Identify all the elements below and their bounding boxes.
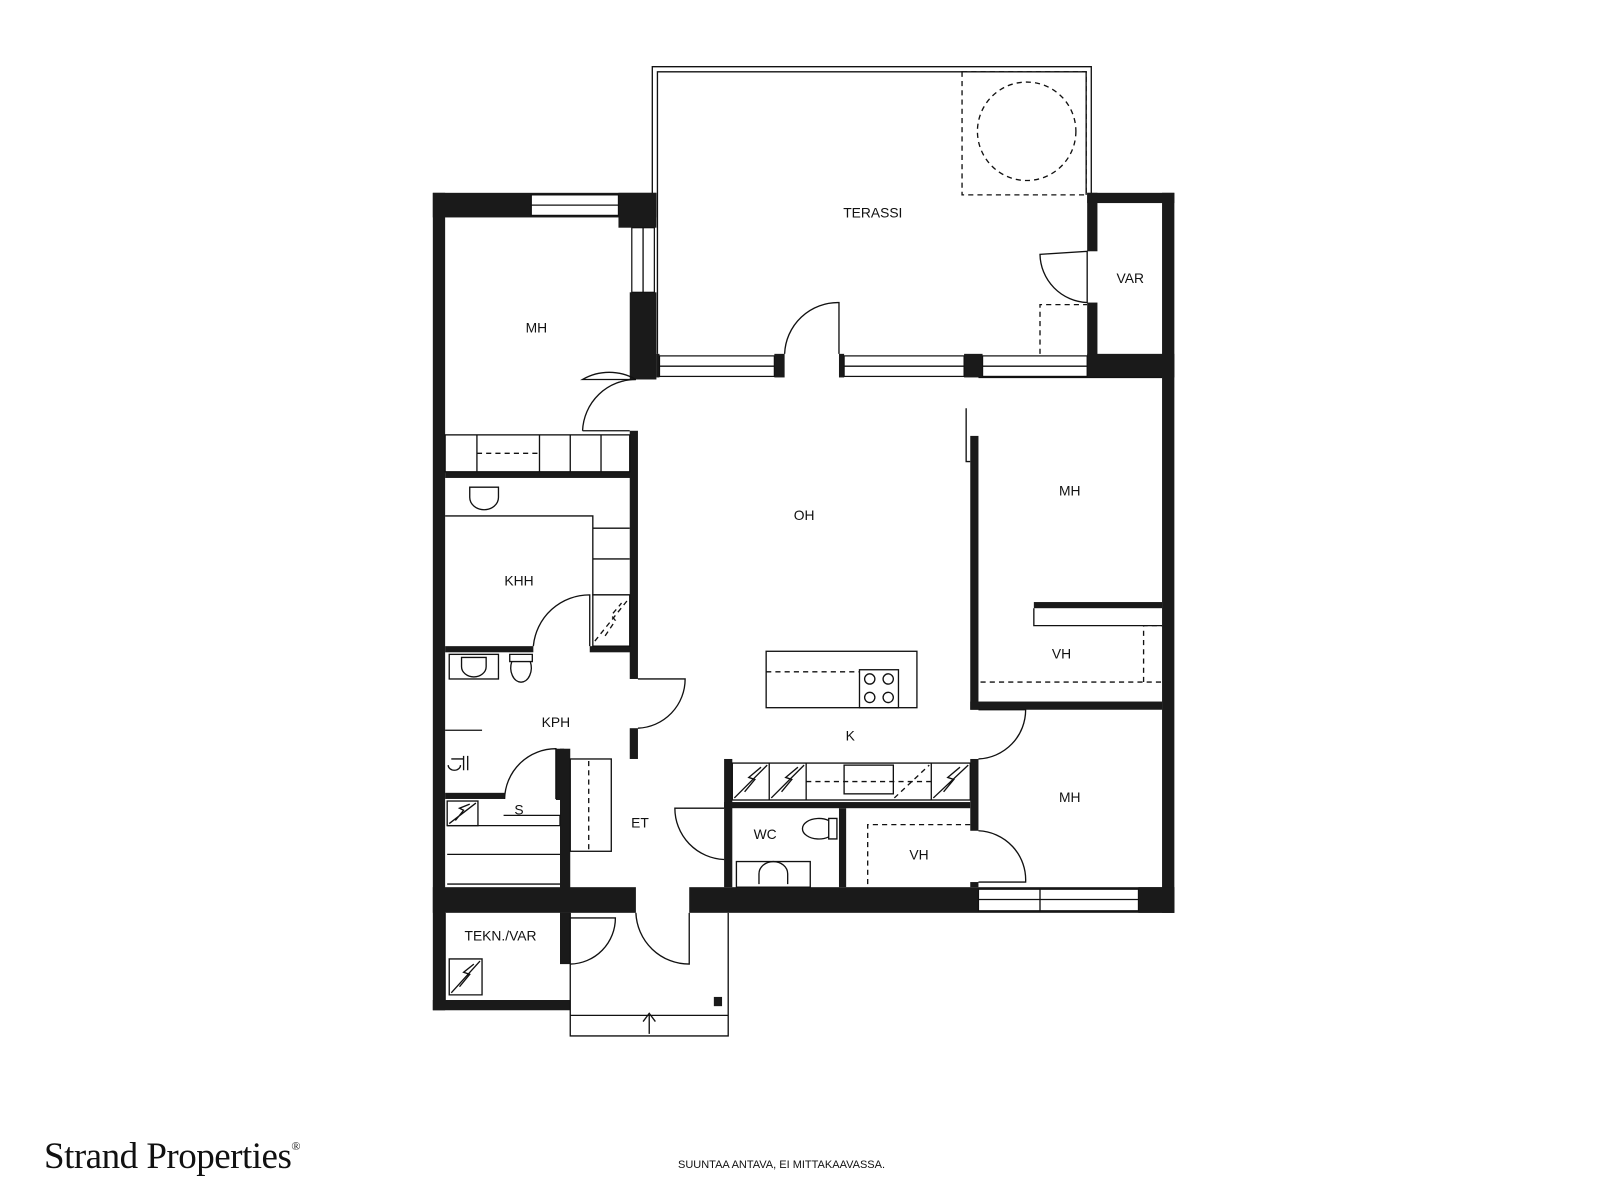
room-label-et: ET — [631, 815, 649, 831]
room-label-mh-bottom: MH — [1059, 789, 1081, 805]
hot-tub-outline — [976, 81, 1077, 182]
toilet-icon — [509, 653, 533, 683]
sink-icon — [460, 656, 487, 678]
appliance-icon — [770, 764, 805, 799]
room-label-k: K — [846, 728, 856, 744]
brand-mark: ® — [291, 1139, 300, 1153]
room-label-khh: KHH — [504, 573, 533, 589]
door-mh-left — [580, 371, 637, 381]
room-label-oh: OH — [794, 507, 815, 523]
room-label-vh-bottom: VH — [909, 846, 928, 862]
sink-icon — [469, 486, 500, 511]
door-tekn — [570, 917, 617, 965]
room-label-var: VAR — [1117, 270, 1144, 286]
brand-name: Strand Properties — [44, 1136, 292, 1177]
sink-icon — [758, 860, 789, 885]
room-label-kph: KPH — [542, 714, 570, 730]
appliance-icon — [448, 802, 477, 825]
brand-logo: Strand Properties® — [44, 1135, 300, 1178]
room-label-terassi: TERASSI — [843, 204, 902, 220]
doors — [503, 250, 1088, 965]
toilet-icon — [801, 817, 838, 840]
appliance-icon — [733, 764, 768, 799]
door-kph — [637, 678, 686, 729]
room-label-vh-right: VH — [1052, 645, 1071, 661]
door-terrace — [783, 301, 840, 354]
door-mh-right — [965, 408, 971, 463]
door-wc — [674, 807, 725, 861]
door-s — [503, 748, 557, 799]
entry-porch — [569, 912, 729, 1037]
room-label-wc: WC — [754, 826, 777, 842]
door-var — [1039, 250, 1088, 304]
appliance-icon — [450, 960, 481, 994]
room-label-mh-right: MH — [1059, 482, 1081, 498]
appliance-icon — [594, 599, 629, 642]
door-khh — [532, 594, 591, 647]
disclaimer-note: SUUNTAA ANTAVA, EI MITTAKAAVASSA. — [678, 1159, 886, 1171]
door-mh-bottom — [978, 709, 1027, 760]
room-label-mh-left: MH — [526, 319, 548, 335]
shower-icon — [447, 755, 469, 771]
stove-icon — [858, 669, 900, 709]
room-labels: TERASSI VAR MH OH MH KHH VH KPH K MH S E… — [465, 204, 1144, 943]
room-label-tekn-var: TEKN./VAR — [465, 928, 537, 944]
door-vh-bottom — [978, 830, 1027, 883]
arrow-up-icon — [642, 1012, 656, 1034]
room-label-s: S — [514, 801, 523, 817]
kitchen-sink-icon — [843, 764, 894, 795]
fixtures — [444, 434, 1163, 1000]
windows — [530, 194, 1163, 912]
appliance-icon — [932, 764, 969, 799]
door-entry — [635, 912, 690, 965]
